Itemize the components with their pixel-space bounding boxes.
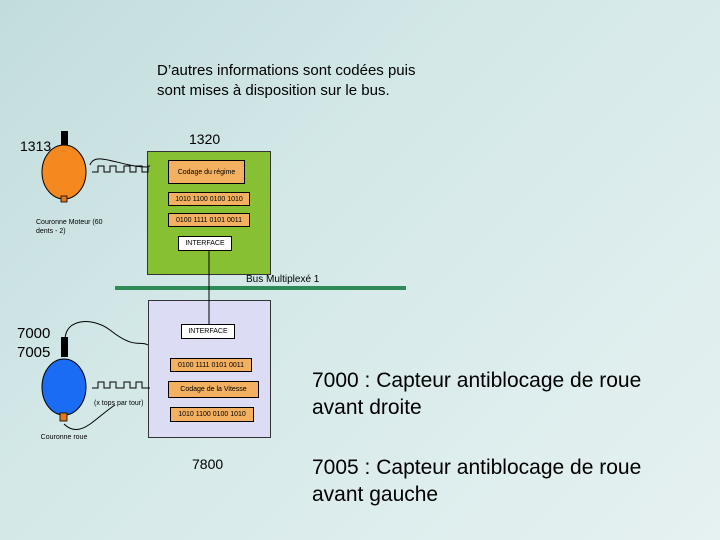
coding-rpm-box: Codage du régime: [168, 160, 245, 184]
coding-speed-box: Codage de la Vitesse: [168, 381, 259, 398]
slide-title: D’autres informations sont codées puis s…: [157, 61, 415, 101]
sensor-1313-body: [61, 131, 68, 146]
pulses-label: (x tops par tour): [94, 400, 144, 407]
sensor-7000-tip: [59, 412, 68, 422]
ecu-7800-id: 7800: [192, 456, 224, 472]
wheel-motor-label: Couronne Moteur (60 dents - 2): [36, 219, 103, 235]
legend-7000: 7000 : Capteur antiblocage de roue avant…: [312, 369, 642, 419]
frame-bottom-2: 1010 1100 0100 1010: [170, 407, 254, 422]
coding-speed-label: Codage de la Vitesse: [180, 386, 247, 393]
frame-top-1: 1010 1100 0100 1010: [168, 192, 250, 206]
sensor-1313-tip: [60, 195, 68, 203]
sensor-wire-bottom: [64, 321, 149, 346]
interface-top-label: INTERFACE: [185, 240, 225, 247]
frame-top-2-label: 0100 1111 0101 0011: [175, 216, 243, 224]
bus-label: Bus Multiplexé 1: [246, 274, 320, 285]
frame-top-1-label: 1010 1100 0100 1010: [175, 195, 243, 203]
pulse-signal-top: [92, 165, 150, 173]
title-line-2: sont mises à disposition sur le bus.: [157, 82, 390, 99]
frame-bottom-1: 0100 1111 0101 0011: [170, 358, 252, 372]
interface-bottom: INTERFACE: [181, 324, 235, 339]
frame-bottom-1-label: 0100 1111 0101 0011: [177, 361, 245, 369]
interface-top: INTERFACE: [178, 236, 232, 251]
frame-top-2: 0100 1111 0101 0011: [168, 213, 250, 227]
pulse-signal-bottom: [92, 381, 150, 389]
wheel-road: [41, 358, 87, 416]
coding-rpm-label: Codage du régime: [177, 168, 236, 176]
frame-bottom-2-label: 1010 1100 0100 1010: [178, 411, 246, 418]
title-line-1: D’autres informations sont codées puis: [157, 62, 416, 79]
sensor-7000-id: 7000: [17, 325, 51, 342]
ecu-1320-id: 1320: [189, 131, 221, 147]
sensor-7000-7005-id: 7000 7005: [17, 324, 50, 362]
sensor-1313-id: 1313: [20, 138, 52, 154]
sensor-7005-id: 7005: [17, 344, 51, 361]
sensor-7000-body: [61, 337, 68, 357]
legend-7005: 7005 : Capteur antiblocage de roue avant…: [312, 456, 642, 506]
interface-bottom-label: INTERFACE: [188, 328, 228, 335]
wheel-road-label: Couronne roue: [40, 434, 88, 441]
